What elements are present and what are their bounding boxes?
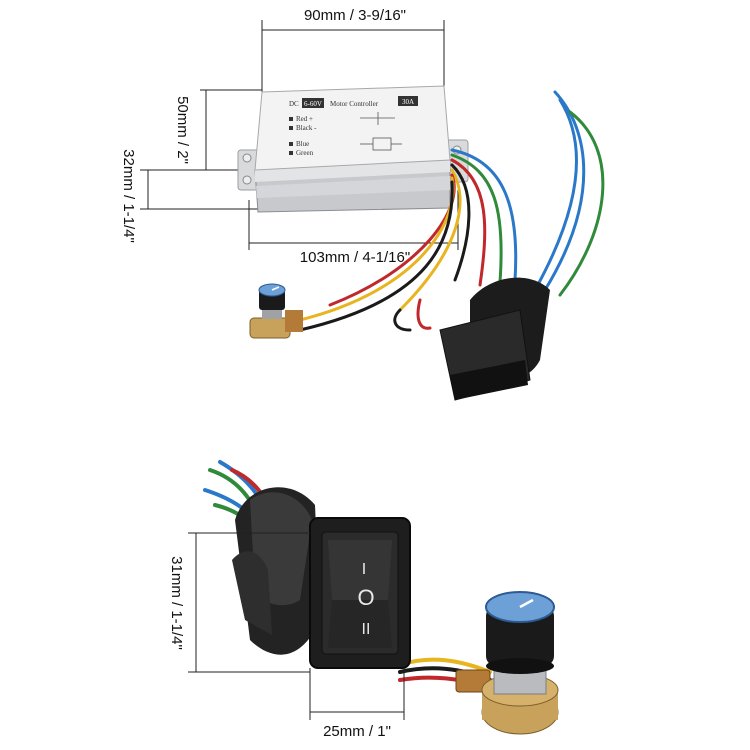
dim-label-length: 103mm / 4-1/16" [300, 249, 410, 266]
svg-text:DC: DC [289, 100, 299, 108]
rocker-switch-closeup: I O II [309, 517, 411, 669]
controller-wires [298, 148, 518, 332]
svg-text:Blue: Blue [296, 140, 309, 148]
svg-text:Black -: Black - [296, 124, 317, 132]
dim-label-height: 50mm / 2" [174, 96, 191, 164]
svg-text:Red +: Red + [296, 115, 313, 123]
controller-assembly: 90mm / 3-9/16" 50mm / 2" 32mm / 1-1/4" 1… [120, 7, 605, 401]
dim-label-switch-height: 31mm / 1-1/4" [168, 556, 185, 650]
controller-label: DC 6-60V Motor Controller 30A Red + Blac… [289, 96, 418, 157]
svg-text:6-60V: 6-60V [304, 100, 322, 108]
dimension-lines-top [140, 20, 459, 250]
rocker-switch-top [439, 277, 550, 401]
potentiometer-top [249, 283, 303, 339]
dimension-lines-bottom [188, 532, 405, 720]
electrical-tape-wrap [232, 487, 320, 655]
potentiometer-closeup [455, 591, 559, 735]
dim-label-depth: 32mm / 1-1/4" [120, 149, 137, 243]
switch-symbol-on-2: II [362, 621, 371, 638]
switch-symbol-on: I [362, 561, 366, 578]
svg-text:Motor Controller: Motor Controller [330, 100, 379, 108]
loose-wire-ends [533, 90, 605, 297]
svg-text:30A: 30A [402, 98, 414, 106]
mounting-ear-left [237, 149, 261, 191]
switch-symbol-off: O [357, 585, 374, 610]
wiring-schematic-icon [360, 112, 402, 151]
svg-text:Green: Green [296, 149, 314, 157]
dim-label-width: 90mm / 3-9/16" [304, 7, 406, 24]
dim-label-switch-width: 25mm / 1" [323, 723, 391, 740]
switch-closeup-assembly: I O II 31mm / 1-1/4" 25mm / 1" [168, 460, 559, 740]
